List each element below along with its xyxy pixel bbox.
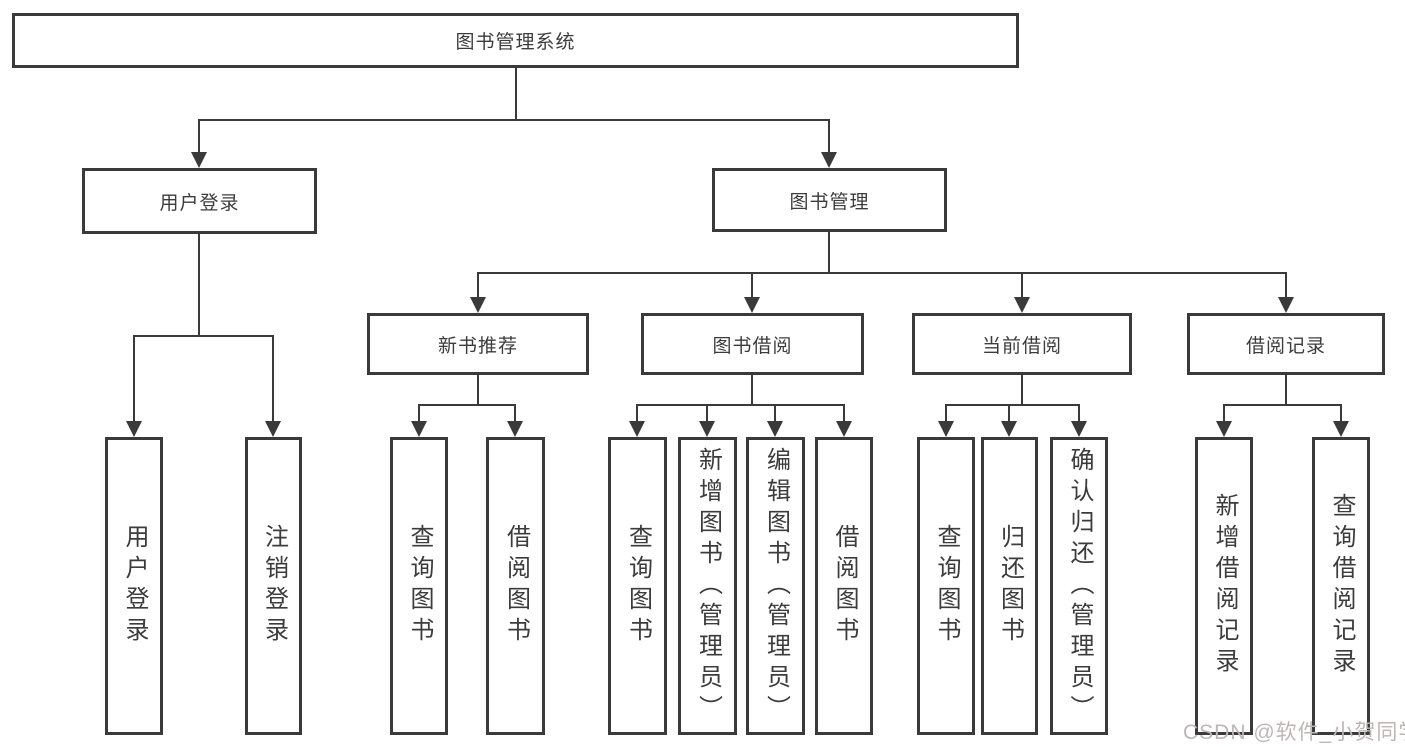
node-label: 新书推荐 — [437, 335, 518, 357]
node-label: 编辑图书（管理员） — [762, 446, 790, 726]
leaf-add-borrow-record: 新增借阅记录 — [1195, 437, 1253, 735]
node-borrowing-records: 借阅记录 — [1187, 313, 1385, 375]
connector-line — [1078, 404, 1080, 422]
leaf-query-borrow-record: 查询借阅记录 — [1312, 437, 1370, 735]
leaf-query-book-borrowing: 查询图书 — [608, 437, 667, 735]
arrow-down-icon — [1216, 421, 1232, 437]
leaf-query-book-current: 查询图书 — [917, 437, 975, 735]
arrow-down-icon — [1014, 297, 1030, 313]
leaf-confirm-return-admin: 确认归还（管理员） — [1050, 437, 1108, 735]
node-user-login: 用户登录 — [82, 168, 317, 234]
connector-line — [706, 404, 708, 422]
arrow-down-icon — [821, 152, 837, 168]
connector-line — [514, 404, 516, 422]
node-label: 查询图书 — [933, 524, 960, 648]
arrow-down-icon — [699, 421, 715, 437]
connector-line — [477, 375, 479, 406]
connector-line — [198, 234, 200, 337]
node-current-borrowing: 当前借阅 — [912, 313, 1132, 375]
leaf-borrow-book-borrowing: 借阅图书 — [815, 437, 873, 735]
connector-line — [272, 335, 274, 422]
node-new-book-recommend: 新书推荐 — [367, 313, 589, 375]
connector-line — [1021, 375, 1023, 406]
connector-line — [828, 119, 830, 153]
connector-line — [1285, 375, 1287, 406]
connector-line — [515, 68, 517, 121]
arrow-down-icon — [1278, 297, 1294, 313]
node-label: 查询图书 — [406, 524, 433, 648]
connector-line — [418, 404, 420, 422]
arrow-down-icon — [744, 297, 760, 313]
node-label: 新增图书（管理员） — [694, 446, 722, 726]
node-label: 注销登录 — [260, 524, 288, 648]
leaf-logout: 注销登录 — [245, 437, 302, 735]
node-label: 查询借阅记录 — [1328, 493, 1355, 679]
node-book-management: 图书管理 — [712, 168, 947, 232]
leaf-return-book: 归还图书 — [981, 437, 1038, 735]
node-book-borrowing: 图书借阅 — [641, 313, 864, 375]
connector-line — [1285, 272, 1287, 298]
arrow-down-icon — [629, 421, 645, 437]
connector-line — [133, 335, 135, 422]
node-label: 查询图书 — [624, 524, 652, 648]
arrow-down-icon — [191, 152, 207, 168]
connector-line — [198, 119, 830, 121]
connector-line — [198, 119, 200, 153]
connector-line — [843, 404, 845, 422]
connector-line — [477, 272, 479, 298]
arrow-down-icon — [1333, 421, 1349, 437]
arrow-down-icon — [1001, 421, 1017, 437]
connector-line — [1223, 404, 1342, 406]
node-label: 借阅图书 — [831, 524, 858, 648]
connector-line — [945, 404, 1080, 406]
connector-line — [828, 232, 830, 274]
leaf-edit-book-admin: 编辑图书（管理员） — [746, 437, 805, 735]
arrow-down-icon — [470, 297, 486, 313]
leaf-add-book-admin: 新增图书（管理员） — [678, 437, 737, 735]
arrow-down-icon — [507, 421, 523, 437]
node-label: 用户登录 — [159, 192, 240, 214]
connector-line — [751, 375, 753, 406]
leaf-borrow-book-recommend: 借阅图书 — [486, 437, 545, 735]
arrow-down-icon — [767, 421, 783, 437]
arrow-down-icon — [1071, 421, 1087, 437]
connector-line — [751, 272, 753, 298]
node-label: 确认归还（管理员） — [1066, 446, 1093, 726]
connector-line — [418, 404, 516, 406]
node-label: 归还图书 — [996, 524, 1024, 648]
connector-line — [477, 272, 1287, 274]
node-label: 借阅图书 — [502, 524, 530, 648]
connector-line — [774, 404, 776, 422]
node-label: 借阅记录 — [1245, 335, 1326, 357]
arrow-down-icon — [126, 421, 142, 437]
connector-line — [945, 404, 947, 422]
csdn-watermark: CSDN @软件_小贺同学 — [1183, 721, 1405, 744]
arrow-down-icon — [836, 421, 852, 437]
node-label: 新增借阅记录 — [1211, 493, 1238, 679]
node-root-library-system: 图书管理系统 — [12, 13, 1019, 68]
connector-line — [636, 404, 845, 406]
leaf-query-book-recommend: 查询图书 — [390, 437, 448, 735]
connector-line — [133, 335, 274, 337]
node-label: 图书管理 — [789, 191, 870, 213]
node-label: 图书借阅 — [712, 335, 793, 357]
connector-line — [1021, 272, 1023, 298]
leaf-user-login: 用户登录 — [105, 437, 163, 735]
node-label: 用户登录 — [121, 524, 148, 648]
connector-line — [1008, 404, 1010, 422]
connector-line — [636, 404, 638, 422]
node-label: 当前借阅 — [981, 335, 1062, 357]
connector-line — [1340, 404, 1342, 422]
arrow-down-icon — [411, 421, 427, 437]
node-label: 图书管理系统 — [455, 32, 576, 53]
connector-line — [1223, 404, 1225, 422]
arrow-down-icon — [265, 421, 281, 437]
arrow-down-icon — [938, 421, 954, 437]
